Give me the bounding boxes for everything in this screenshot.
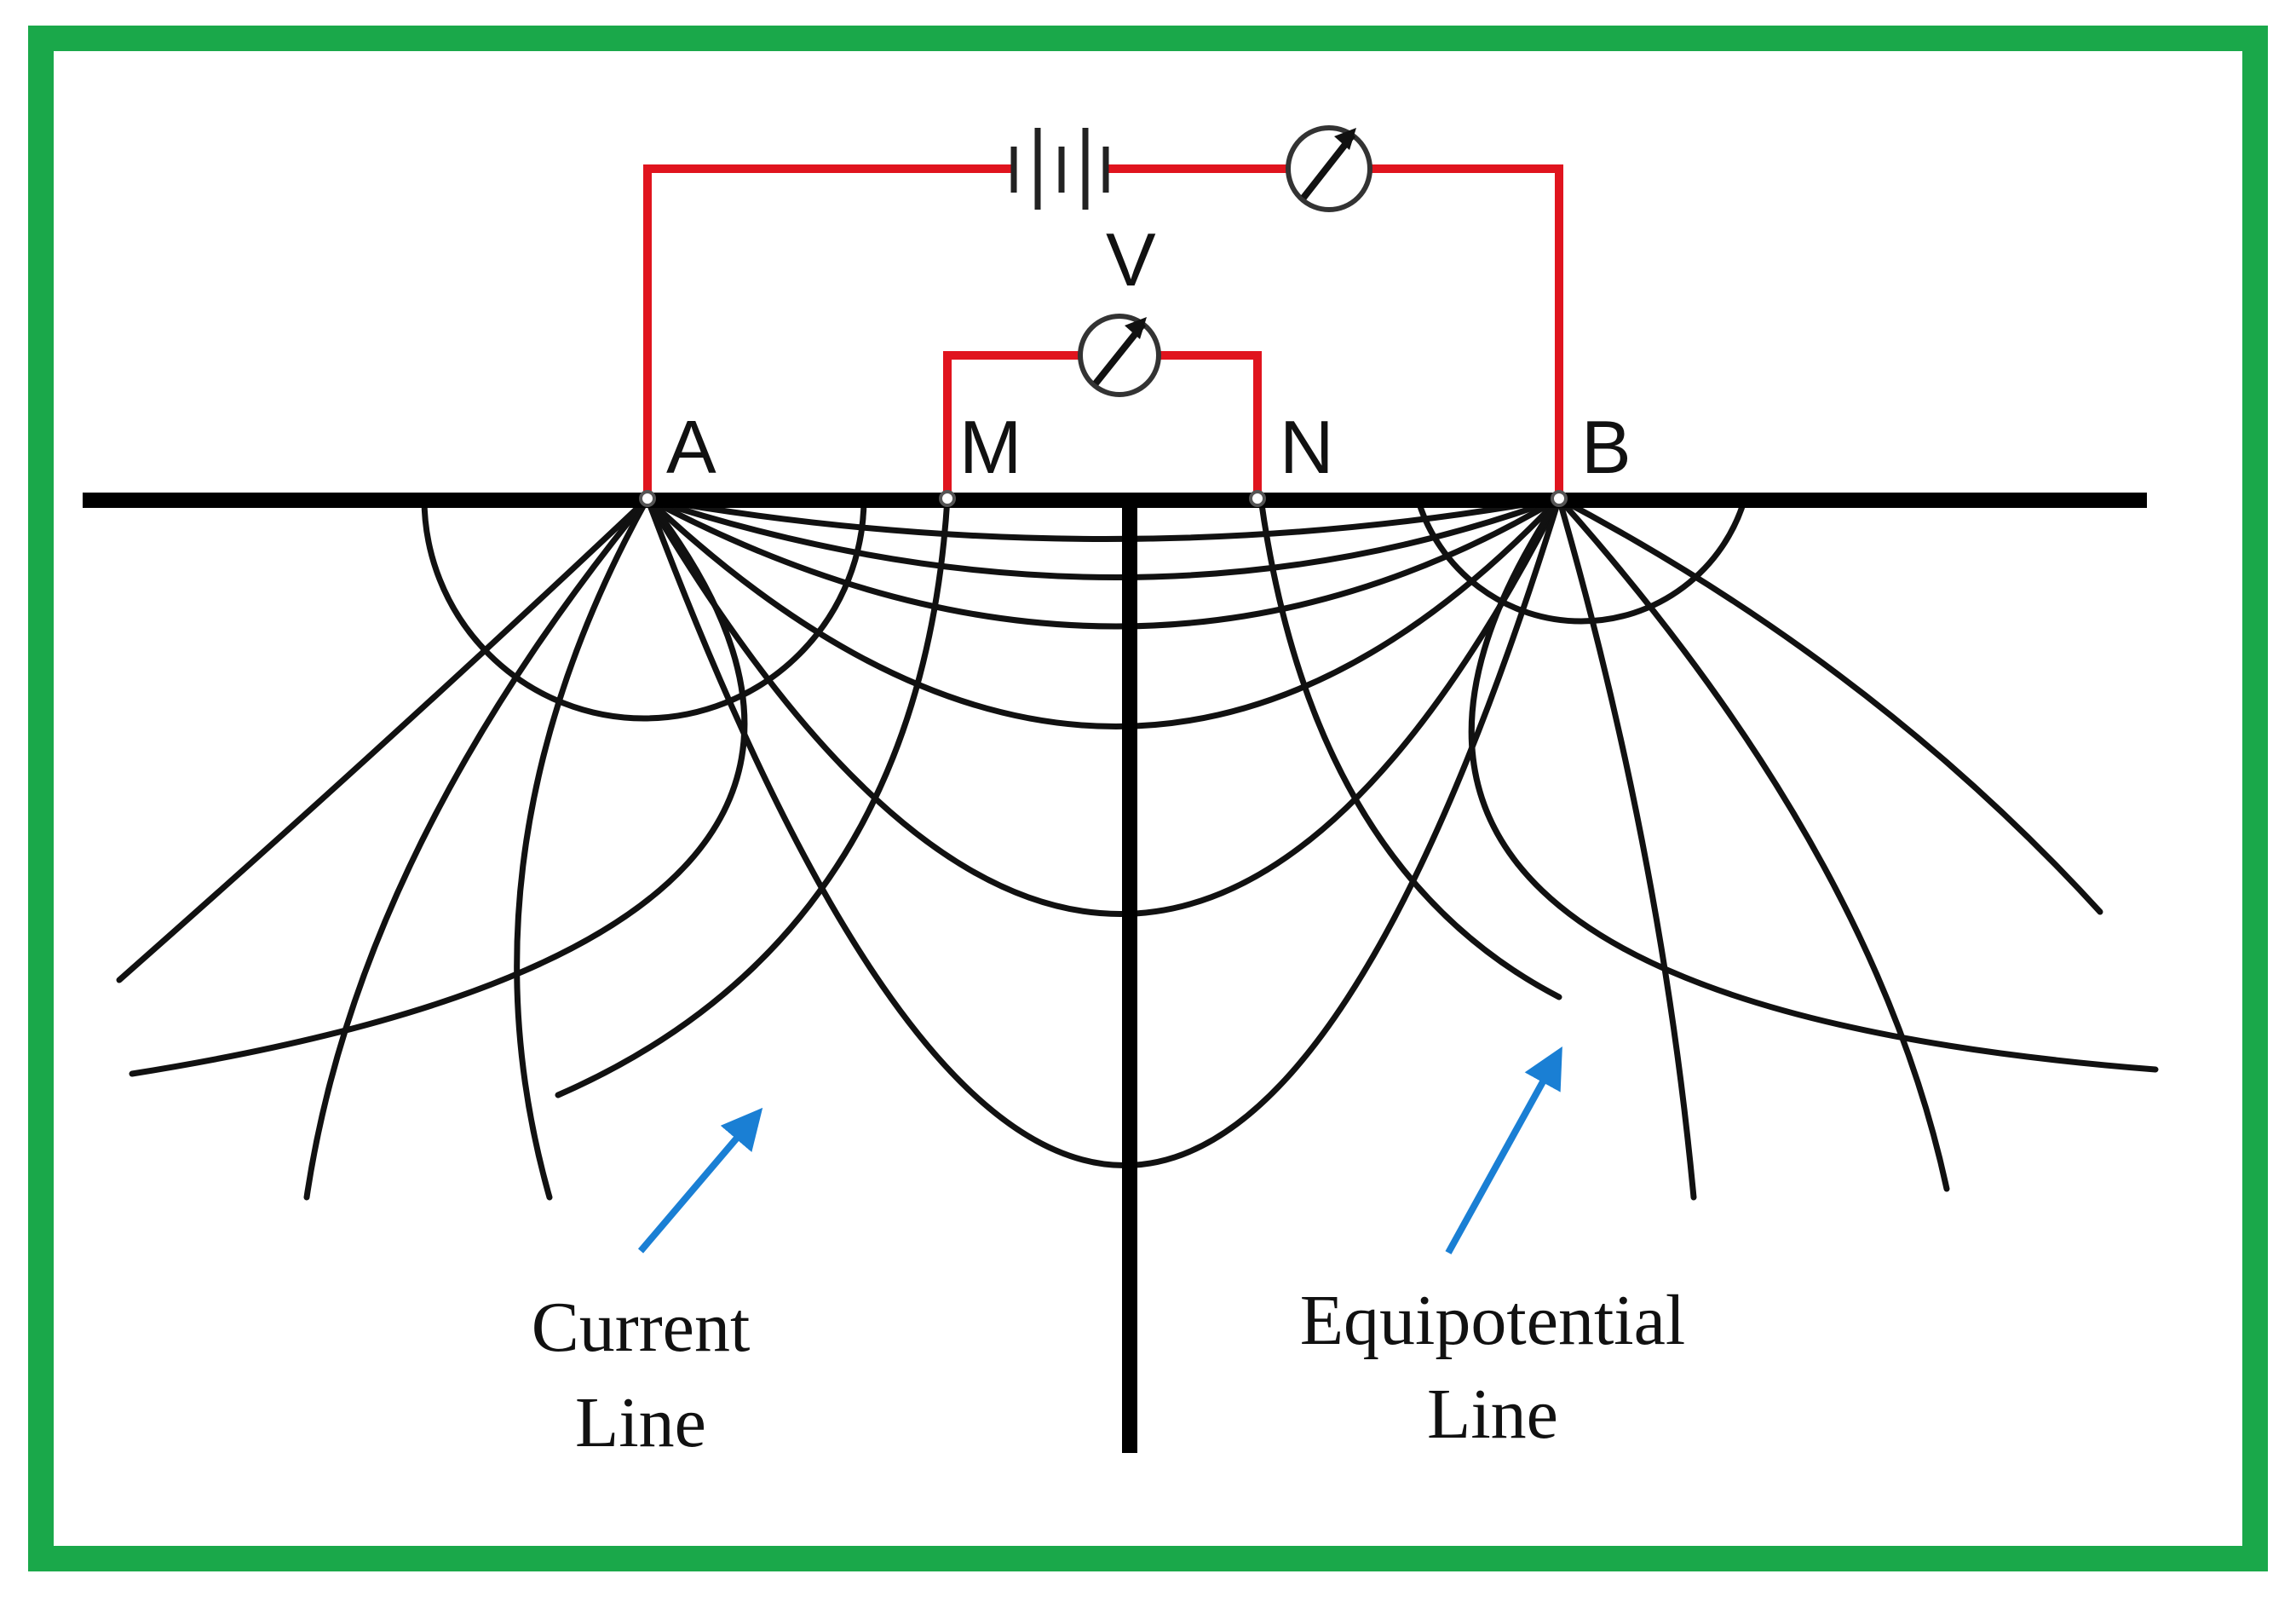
equipotential-line-b-4 [1556,495,1697,1201]
label-voltmeter: V [1106,217,1156,302]
equipotential-line-arrow [1445,1046,1562,1254]
equipotential-line-b-small [1414,495,1748,625]
current-line-2 [644,495,1562,580]
current-line-label-2: Line [575,1383,706,1462]
field-lines [116,495,2159,1201]
equipotential-line-a-2 [116,495,651,983]
frame-border [28,26,2268,1571]
current-line-1 [644,495,1562,542]
equipotential-line-a-5 [555,495,951,1098]
potential-circuit-left [943,351,1080,499]
equipotential-line-a-1 [129,495,748,1077]
equipotential-line-b-2 [1556,495,2103,915]
current-line-3 [644,495,1562,630]
label-electrode-b: B [1581,405,1631,489]
electrode-b-marker [1551,490,1568,507]
potential-circuit-right [1159,351,1262,499]
electrode-markers [639,490,1568,507]
current-line-6 [644,495,1562,1168]
equipotential-line-label-1: Equipotential [1300,1281,1686,1360]
current-circuit-left [643,164,1014,499]
current-line-5 [644,495,1562,917]
equipotential-line-a-small [421,495,867,722]
equipotential-line-label-2: Line [1427,1375,1558,1454]
current-line-label-1: Current [532,1288,751,1367]
current-line-4 [644,495,1562,729]
electrode-n-marker [1249,490,1266,507]
current-circuit-right-2 [1370,164,1563,499]
ammeter-icon [1286,125,1372,212]
equipotential-line-b-3 [1556,495,1950,1192]
equipotential-line-b-5 [1257,495,1562,1000]
label-electrode-n: N [1280,405,1334,489]
equipotential-line-a-3 [303,495,651,1201]
electrode-a-marker [639,490,656,507]
label-electrode-m: M [959,405,1021,489]
label-electrode-a: A [666,405,716,489]
circuit-wiring [643,164,1563,499]
battery-icon [1010,128,1109,210]
voltmeter-icon [1078,314,1161,397]
equipotential-line-b-1 [1468,495,2159,1073]
electrode-m-marker [939,490,956,507]
current-line-arrow [637,1107,763,1254]
equipotential-line-a-4 [514,495,651,1201]
